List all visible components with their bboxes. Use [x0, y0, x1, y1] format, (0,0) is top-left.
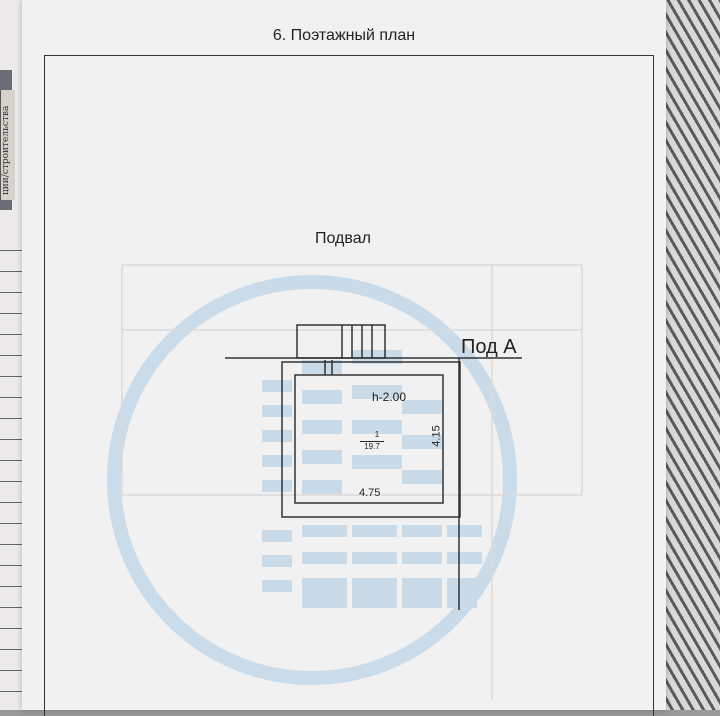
notebook-ruled-lines [0, 230, 24, 710]
room-number: 1 [374, 430, 380, 439]
drawing-frame [44, 55, 654, 716]
entrance-label: Под А [461, 336, 517, 358]
notebook-spine-text: ции/строительства [1, 105, 11, 195]
floor-label: Подвал [315, 230, 371, 247]
ceiling-height-label: h-2.00 [372, 390, 407, 404]
room-area: 19.7 [360, 441, 384, 451]
page-title: 6. Поэтажный план [272, 27, 416, 44]
depth-dimension: 4.15 [430, 425, 443, 447]
notebook-label-strip [0, 90, 15, 200]
floor-plan-drawing [107, 264, 583, 700]
building-watermark-icon [107, 275, 517, 685]
document-sheet: 6. Поэтажный план [22, 0, 666, 716]
width-dimension: 4.75 [359, 487, 381, 499]
